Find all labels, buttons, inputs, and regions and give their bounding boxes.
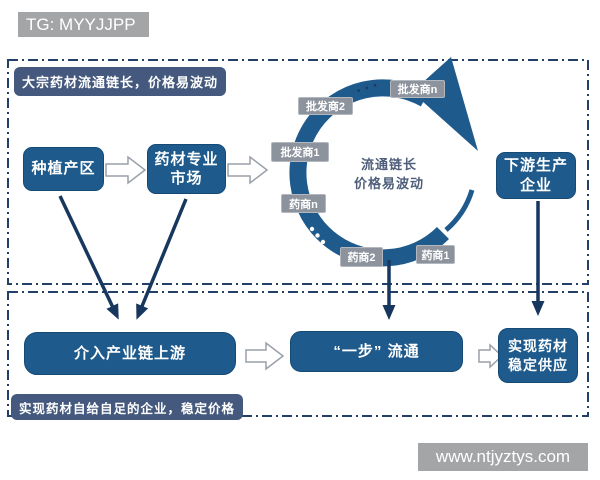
cycle-label-dealer-2: 药商2	[340, 247, 383, 267]
cycle-label-wholesaler-2: 批发商2	[298, 97, 353, 115]
top-dashed-panel	[7, 59, 589, 285]
node-one-step-label: “一步” 流通	[333, 342, 420, 360]
telegram-badge: TG: MYYJJPP	[18, 12, 149, 37]
cycle-center-line1: 流通链长	[360, 157, 417, 172]
cycle-center-text: 流通链长 价格易波动	[345, 156, 433, 194]
cycle-tail-arc	[444, 189, 475, 232]
node-stable-supply: 实现药材 稳定供应	[498, 328, 578, 383]
flow-arrow-upstream-to-onestep	[245, 341, 285, 371]
node-herb-market: 药材专业 市场	[147, 144, 226, 194]
bottom-dashed-panel	[7, 291, 589, 417]
node-stable-supply-line2: 稳定供应	[508, 356, 568, 373]
converge-arrow-right	[136, 198, 188, 320]
telegram-badge-text: TG: MYYJJPP	[26, 14, 136, 34]
cycle-arc	[289, 79, 449, 267]
node-planting-area-label: 种植产区	[31, 160, 96, 178]
cycle-center-line2: 价格易波动	[353, 175, 424, 191]
node-enter-upstream: 介入产业链上游	[24, 332, 236, 375]
cycle-label-wholesaler-1: 批发商1	[271, 142, 329, 162]
node-downstream-line1: 下游生产	[503, 157, 568, 174]
node-downstream-enterprise: 下游生产 企业	[496, 152, 576, 199]
flow-arrow-onestep-to-supply	[478, 343, 504, 369]
node-stable-supply-line1: 实现药材	[508, 338, 568, 355]
cycle-label-dealer-1: 药商1	[416, 245, 455, 264]
site-watermark: www.ntjyztys.com	[418, 443, 588, 471]
node-herb-market-line1: 药材专业	[154, 150, 219, 168]
converge-arrow-left	[58, 195, 119, 320]
bottom-section-caption: 实现药材自给自足的企业，稳定价格	[11, 394, 244, 420]
node-downstream-line2: 企业	[519, 176, 552, 194]
site-watermark-text: www.ntjyztys.com	[435, 447, 571, 466]
node-enter-upstream-label: 介入产业链上游	[73, 344, 186, 362]
flow-arrow-planting-to-market	[105, 155, 147, 185]
node-planting-area: 种植产区	[23, 147, 104, 191]
top-section-caption: 大宗药材流通链长，价格易波动	[14, 67, 227, 96]
cycle-label-dealer-n: 药商n	[281, 194, 326, 213]
node-herb-market-line2: 市场	[170, 170, 203, 187]
node-one-step-circulation: “一步” 流通	[290, 331, 463, 372]
cycle-label-wholesaler-n: 批发商n	[390, 80, 445, 98]
cycle-ellipsis-dots	[309, 226, 326, 245]
flow-arrow-market-to-cycle	[227, 155, 269, 185]
